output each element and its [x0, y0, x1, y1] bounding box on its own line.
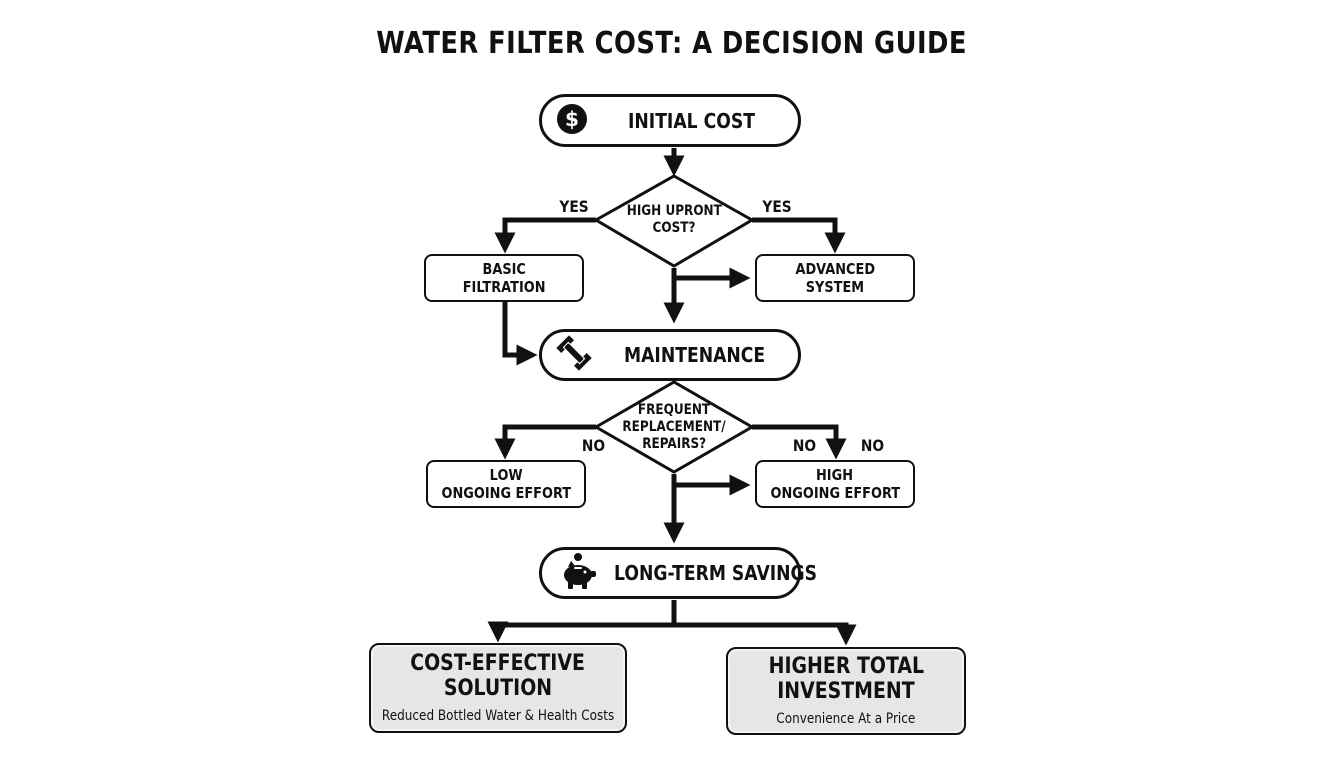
- dollar-coin-icon: $: [556, 103, 588, 139]
- edge-label-upfront-yes-left: YES: [559, 197, 589, 216]
- node-advanced-line-1: ADVANCED: [795, 260, 875, 278]
- edge-label-replacement-no-left: NO: [581, 436, 606, 455]
- outcome-cost-effective-line-1: COST-EFFECTIVE: [410, 650, 586, 676]
- node-maintenance: MAINTENANCE: [539, 329, 801, 381]
- connector-decision2-to-high: [752, 424, 847, 460]
- node-initial-cost: $ INITIAL COST: [539, 94, 801, 147]
- outcome-higher-investment-sub: Convenience At a Price: [776, 710, 916, 727]
- node-low-line-2: ONGOING EFFORT: [441, 484, 571, 502]
- edge-label-replacement-no-right-2: NO: [860, 436, 885, 455]
- svg-text:$: $: [565, 107, 579, 131]
- decision-replacement-text: FREQUENT REPLACEMENT/ REPAIRS?: [604, 401, 744, 453]
- decision-diamond-upfront: [592, 174, 756, 268]
- connector-basic-to-maintenance: [502, 302, 538, 366]
- decision-upfront-line-2: COST?: [652, 220, 696, 236]
- connector-decision-to-basic: [494, 217, 596, 254]
- connector-decision2-to-low: [494, 424, 596, 460]
- node-low-line-1: LOW: [489, 466, 523, 484]
- edge-label-upfront-yes-right: YES: [762, 197, 792, 216]
- node-advanced-system: ADVANCED SYSTEM: [755, 254, 915, 302]
- decision-upfront-line-1: HIGH UPRONT: [626, 203, 722, 219]
- decision-replacement-line-3: REPAIRS?: [642, 435, 706, 452]
- piggy-bank-icon: [558, 552, 598, 594]
- node-basic-line-1: BASIC: [482, 260, 526, 278]
- decision-diamond-replacement: [592, 380, 756, 474]
- edge-label-replacement-no-right-1: NO: [792, 436, 817, 455]
- node-long-term-savings-label: LONG-TERM SAVINGS: [614, 561, 818, 585]
- outcome-cost-effective-sub: Reduced Bottled Water & Health Costs: [381, 707, 615, 724]
- node-maintenance-label: MAINTENANCE: [624, 343, 766, 367]
- node-low-ongoing-effort: LOW ONGOING EFFORT: [426, 460, 586, 508]
- decision-replacement-line-1: FREQUENT: [637, 401, 711, 418]
- node-high-line-2: ONGOING EFFORT: [770, 484, 900, 502]
- decision-upfront-text: HIGH UPRONT COST?: [604, 198, 744, 242]
- node-basic-line-2: FILTRATION: [462, 278, 546, 296]
- node-long-term-savings: LONG-TERM SAVINGS: [539, 547, 817, 599]
- outcome-higher-investment-line-2: INVESTMENT: [777, 678, 915, 704]
- wrench-icon: [556, 335, 592, 375]
- outcome-higher-investment-line-1: HIGHER TOTAL: [768, 653, 924, 679]
- node-initial-cost-label: INITIAL COST: [628, 108, 755, 133]
- node-basic-filtration: BASIC FILTRATION: [424, 254, 584, 302]
- node-high-ongoing-effort: HIGH ONGOING EFFORT: [755, 460, 915, 508]
- outcome-cost-effective-line-2: SOLUTION: [443, 675, 553, 701]
- node-high-line-1: HIGH: [816, 466, 854, 484]
- node-advanced-line-2: SYSTEM: [805, 278, 865, 296]
- outcome-higher-investment: HIGHER TOTAL INVESTMENT Convenience At a…: [726, 647, 966, 735]
- page-title: WATER FILTER COST: A DECISION GUIDE: [376, 26, 967, 61]
- decision-replacement-line-2: REPLACEMENT/: [622, 418, 726, 435]
- connector-decision-to-advanced: [752, 217, 846, 254]
- outcome-cost-effective: COST-EFFECTIVE SOLUTION Reduced Bottled …: [369, 643, 627, 733]
- connector-savings-to-higher-investment: [674, 622, 857, 646]
- connector-savings-to-cost-effective: [487, 621, 674, 643]
